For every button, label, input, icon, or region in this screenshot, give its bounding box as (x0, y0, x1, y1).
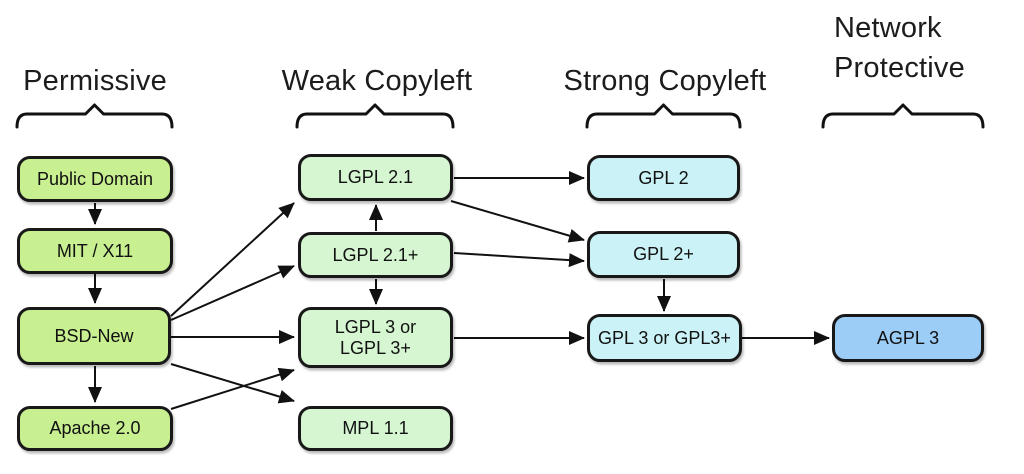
node-mit-x11: MIT / X11 (17, 228, 173, 274)
arrow-lgpl-2-1-plus-to-gpl-2-plus (453, 252, 585, 268)
node-gpl-2: GPL 2 (587, 155, 740, 201)
node-mpl-1-1: MPL 1.1 (298, 406, 453, 451)
brace-weak-copyleft (295, 103, 455, 129)
arrow-bsd-new-to-mpl-1-1 (170, 363, 295, 404)
column-header-weak-copyleft: Weak Copyleft (281, 65, 473, 97)
column-header-strong-copyleft: Strong Copyleft (563, 65, 767, 97)
node-gpl-3-or-gpl3-plus: GPL 3 or GPL3+ (587, 314, 742, 362)
node-gpl-2-plus: GPL 2+ (587, 231, 740, 278)
node-lgpl-3-or-lgpl-3-plus: LGPL 3 or LGPL 3+ (298, 307, 453, 368)
column-header-network-protective: Network Protective (834, 12, 965, 84)
node-public-domain: Public Domain (17, 156, 173, 202)
arrow-lgpl-2-1-to-gpl-2-plus (450, 200, 585, 243)
brace-network-protective (821, 103, 985, 129)
column-header-permissive: Permissive (23, 65, 167, 97)
arrow-apache-2-0-to-lgpl-3 (170, 367, 295, 410)
brace-permissive (15, 103, 174, 129)
brace-strong-copyleft (585, 103, 742, 129)
node-bsd-new: BSD-New (17, 307, 171, 365)
arrow-bsd-new-to-lgpl-2-1-plus (170, 265, 295, 321)
node-agpl-3: AGPL 3 (832, 314, 984, 362)
node-apache-2-0: Apache 2.0 (17, 406, 173, 451)
node-lgpl-2-1-plus: LGPL 2.1+ (298, 232, 453, 278)
arrow-bsd-new-to-lgpl-2-1 (170, 202, 295, 317)
node-lgpl-2-1: LGPL 2.1 (298, 154, 453, 201)
